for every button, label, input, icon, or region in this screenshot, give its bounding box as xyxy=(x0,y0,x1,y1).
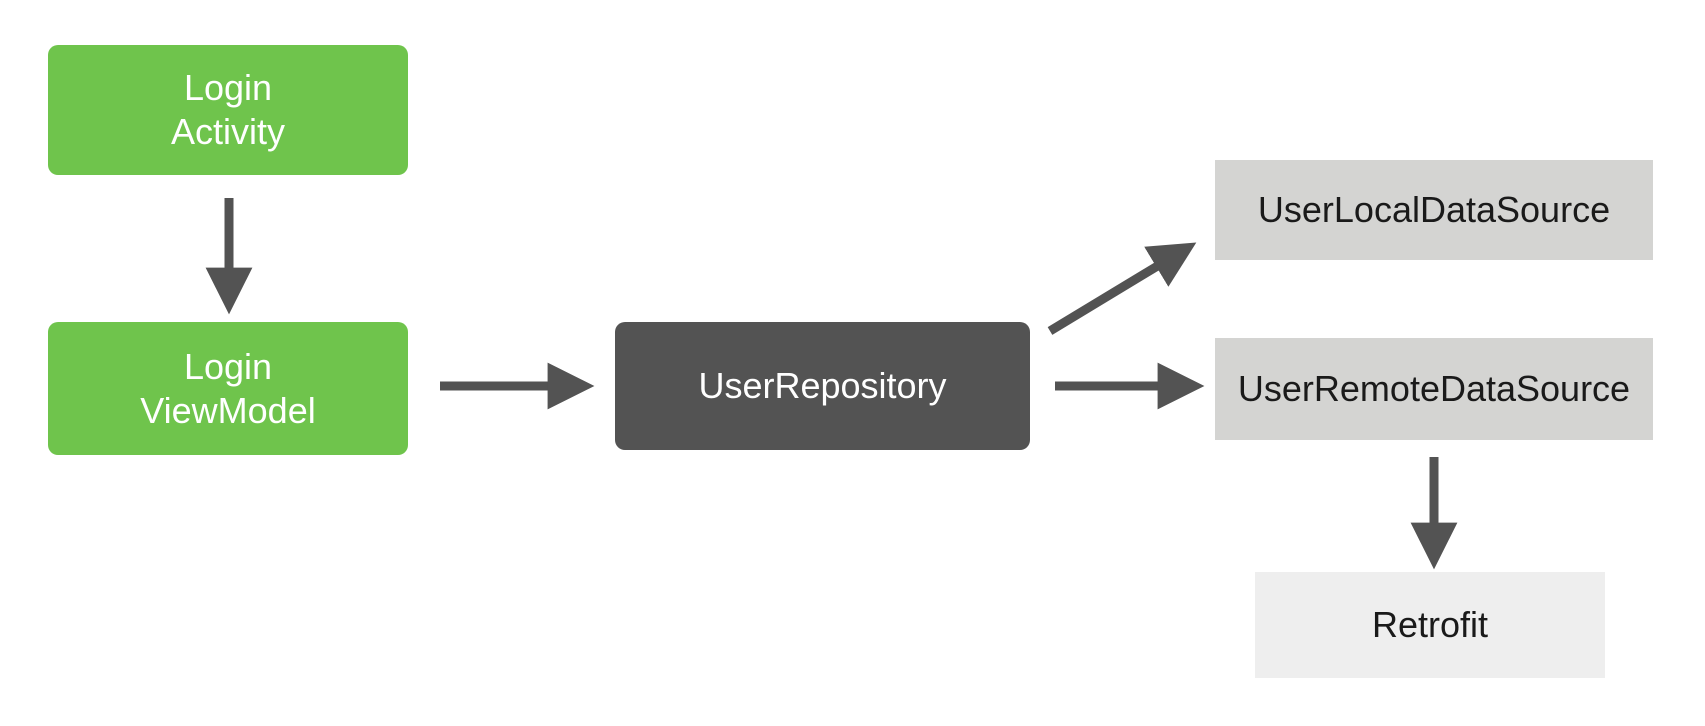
node-login-viewmodel[interactable]: Login ViewModel xyxy=(48,322,408,455)
node-login-activity[interactable]: Login Activity xyxy=(48,45,408,175)
node-user-local-datasource[interactable]: UserLocalDataSource xyxy=(1215,160,1653,260)
node-user-remote-datasource[interactable]: UserRemoteDataSource xyxy=(1215,338,1653,440)
node-user-repository[interactable]: UserRepository xyxy=(615,322,1030,450)
node-retrofit[interactable]: Retrofit xyxy=(1255,572,1605,678)
arrow-repository-to-local-datasource xyxy=(1047,242,1197,335)
